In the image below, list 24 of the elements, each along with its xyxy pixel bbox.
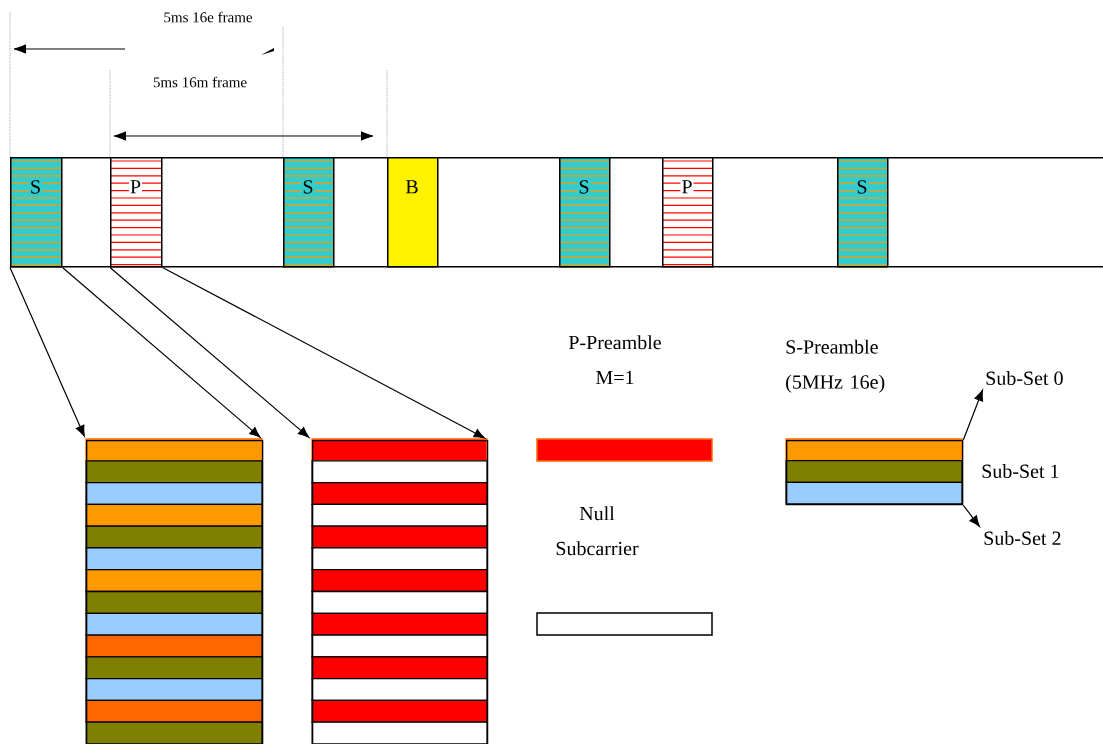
subcarrier-stack [311,438,489,744]
dimension-label: 5ms 16e frame [164,11,253,23]
slot-box: S [9,157,63,268]
slot-box: S [558,157,611,268]
arrow [962,389,984,441]
legend-text: Null Subcarrier [556,506,639,556]
subcarrier-stack: S-Preamble (5MHz 16e) [785,339,964,506]
subset-label: Sub-Set 2 [984,530,1061,545]
arrow [962,504,980,527]
dimension-label: 5ms 16m frame [153,76,247,88]
subset-label: Sub-Set 1 [982,463,1059,479]
arrow [161,266,485,439]
slot-box: B [387,157,439,268]
slot-box: P [661,157,714,268]
arrow [61,266,261,438]
subset-label: Sub-Set 0 [986,370,1063,386]
node-label: S-Preamble (5MHz 16e) [786,339,885,393]
arrow [109,266,310,438]
arrow [9,266,85,437]
slot-box: P [109,157,163,268]
subcarrier-stack [85,438,264,744]
slot-box: S [282,157,335,268]
slot-box: S [836,157,889,268]
legend-text: P-Preamble M=1 [568,335,661,385]
